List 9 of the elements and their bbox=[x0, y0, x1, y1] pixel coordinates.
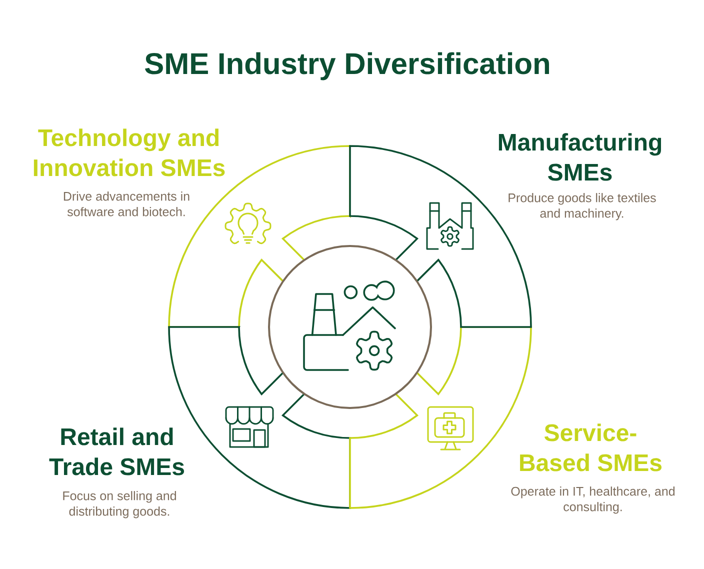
description-text: Focus on selling and distributing goods. bbox=[63, 491, 176, 518]
description-text: Drive advancements in software and biotech. bbox=[64, 192, 190, 216]
category-heading: Manufacturing SMEs bbox=[498, 133, 662, 181]
category-heading: Retail and Trade SMEs bbox=[49, 428, 184, 476]
title: SME Industry Diversification bbox=[145, 52, 549, 80]
category-heading: Technology and Innovation SMEs bbox=[34, 128, 225, 176]
description-text: Produce goods like textiles and machinery. bbox=[508, 193, 656, 220]
category-heading: Service- Based SMEs bbox=[520, 424, 662, 472]
description-text: Operate in IT, healthcare, and consulting. bbox=[511, 486, 675, 514]
